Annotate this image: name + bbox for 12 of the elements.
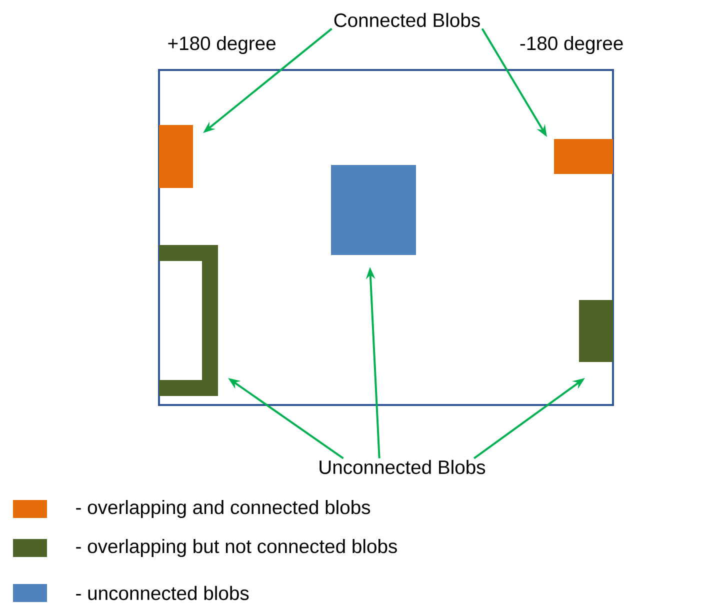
blob-caption: Connected Blobs: [334, 12, 480, 28]
blob: [159, 245, 218, 396]
blob: [554, 139, 613, 174]
angle-label: +180 degree: [168, 36, 276, 54]
legend-text: - overlapping but not connected blobs: [76, 538, 397, 557]
blob: [159, 125, 193, 188]
blob: [579, 300, 613, 362]
blob-caption: Unconnected Blobs: [320, 460, 486, 474]
legend-text: - overlapping and connected blobs: [76, 500, 370, 518]
legend-text: - unconnected blobs: [76, 586, 249, 600]
angle-label: -180 degree: [520, 36, 623, 54]
blob: [331, 165, 416, 255]
